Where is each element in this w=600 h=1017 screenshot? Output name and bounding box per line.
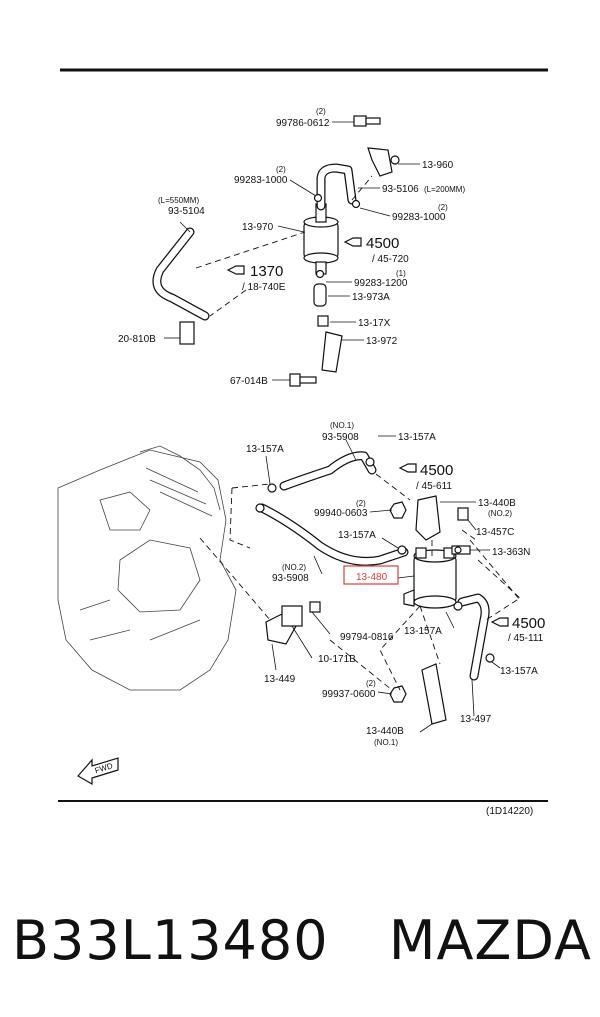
- item-13-363n-label: 13-363N: [492, 547, 530, 558]
- diagram-code: (1D14220): [486, 806, 533, 817]
- hose1-number: (NO.1): [330, 421, 354, 430]
- item-13-449-label: 13-449: [264, 674, 296, 685]
- bolt2-part-label: 99794-0816: [340, 632, 394, 643]
- fuel-filter-13-970: [303, 203, 339, 275]
- clamp-a3-label: 13-157A: [338, 530, 376, 541]
- canister-13-480: [403, 547, 457, 609]
- bracket-13-960: [367, 147, 393, 177]
- bolt-part-label: 99786-0612: [276, 118, 330, 129]
- ref-4500a-sub: / 45-611: [416, 481, 452, 492]
- item-67-014b-label: 67-014B: [230, 376, 268, 387]
- clamp-a2-label: 13-157A: [398, 432, 436, 443]
- hose-top-part-label: 93-5106: [382, 184, 419, 195]
- bolt-99786: [353, 115, 381, 127]
- nut-qty: (2): [356, 499, 366, 508]
- hose-short-part-label: 13-973A: [352, 292, 390, 303]
- item-20-810b-label: 20-810B: [118, 334, 156, 345]
- clamp1-qty: (2): [276, 165, 286, 174]
- hose-top-length: (L=200MM): [424, 185, 465, 194]
- nut2-qty: (2): [366, 679, 376, 688]
- highlighted-part-label: 13-480: [356, 572, 388, 583]
- ref-1370-sub: / 18-740E: [242, 282, 286, 293]
- clamp-a4-label: 13-157A: [404, 626, 442, 637]
- fwd-arrow-icon: FWD: [77, 757, 119, 786]
- item-13-497-label: 13-497: [460, 714, 492, 725]
- hose2-part-label: 93-5908: [272, 573, 309, 584]
- ref-1370-number: 1370: [250, 263, 283, 280]
- nut-part-label: 99940-0603: [314, 508, 368, 519]
- bracket1-number: (NO.1): [374, 738, 398, 747]
- top-assembly: (2) 99786-0612 13-960 (2) 99283-1000 93-…: [118, 107, 465, 387]
- clamp1-part-label: 99283-1000: [234, 175, 288, 186]
- clamp2-part-label: 99283-1000: [392, 212, 446, 223]
- brand-name: MAZDA: [388, 908, 592, 972]
- hose-left-part-label: 93-5104: [168, 206, 205, 217]
- bracket2-number: (NO.2): [488, 509, 512, 518]
- part-number: B33L13480: [12, 908, 329, 972]
- engine-outline: [57, 445, 237, 691]
- clamp3-qty: (1): [396, 269, 406, 278]
- parts-diagram: (2) 99786-0612 13-960 (2) 99283-1000 93-…: [57, 68, 548, 817]
- clamp-a1-label: 13-157A: [246, 444, 284, 455]
- ref-4500-number: 4500: [366, 235, 399, 252]
- filter-part-label: 13-970: [242, 222, 274, 233]
- ref-4500a-number: 4500: [420, 462, 453, 479]
- hose1-part-label: 93-5908: [322, 432, 359, 443]
- ref-4500-sub: / 45-720: [372, 254, 409, 265]
- clamp-a5-label: 13-157A: [500, 666, 538, 677]
- bolt-qty: (2): [316, 107, 326, 116]
- clamp2-qty: (2): [438, 203, 448, 212]
- item-13-972-label: 13-972: [366, 336, 398, 347]
- ref-4500b-number: 4500: [512, 615, 545, 632]
- bracket2-part-label: 13-440B: [478, 498, 516, 509]
- bottom-assembly: FWD (NO.1) 93-5908 13-157A 13-157A 4500 …: [57, 421, 545, 817]
- item-13-457c-label: 13-457C: [476, 527, 514, 538]
- bracket-part-label: 13-960: [422, 160, 454, 171]
- clamp3-part-label: 99283-1200: [354, 278, 408, 289]
- bracket1-part-label: 13-440B: [366, 726, 404, 737]
- hose-left-length: (L=550MM): [158, 196, 199, 205]
- item-10-171b-label: 10-171B: [318, 654, 356, 665]
- highlight-box: [343, 565, 399, 585]
- part-caption: B33L13480 MAZDA: [12, 900, 592, 980]
- item-13-17x-label: 13-17X: [358, 318, 391, 329]
- hose2-number: (NO.2): [282, 563, 306, 572]
- ref-4500b-sub: / 45-111: [508, 633, 544, 644]
- nut2-part-label: 99937-0600: [322, 689, 376, 700]
